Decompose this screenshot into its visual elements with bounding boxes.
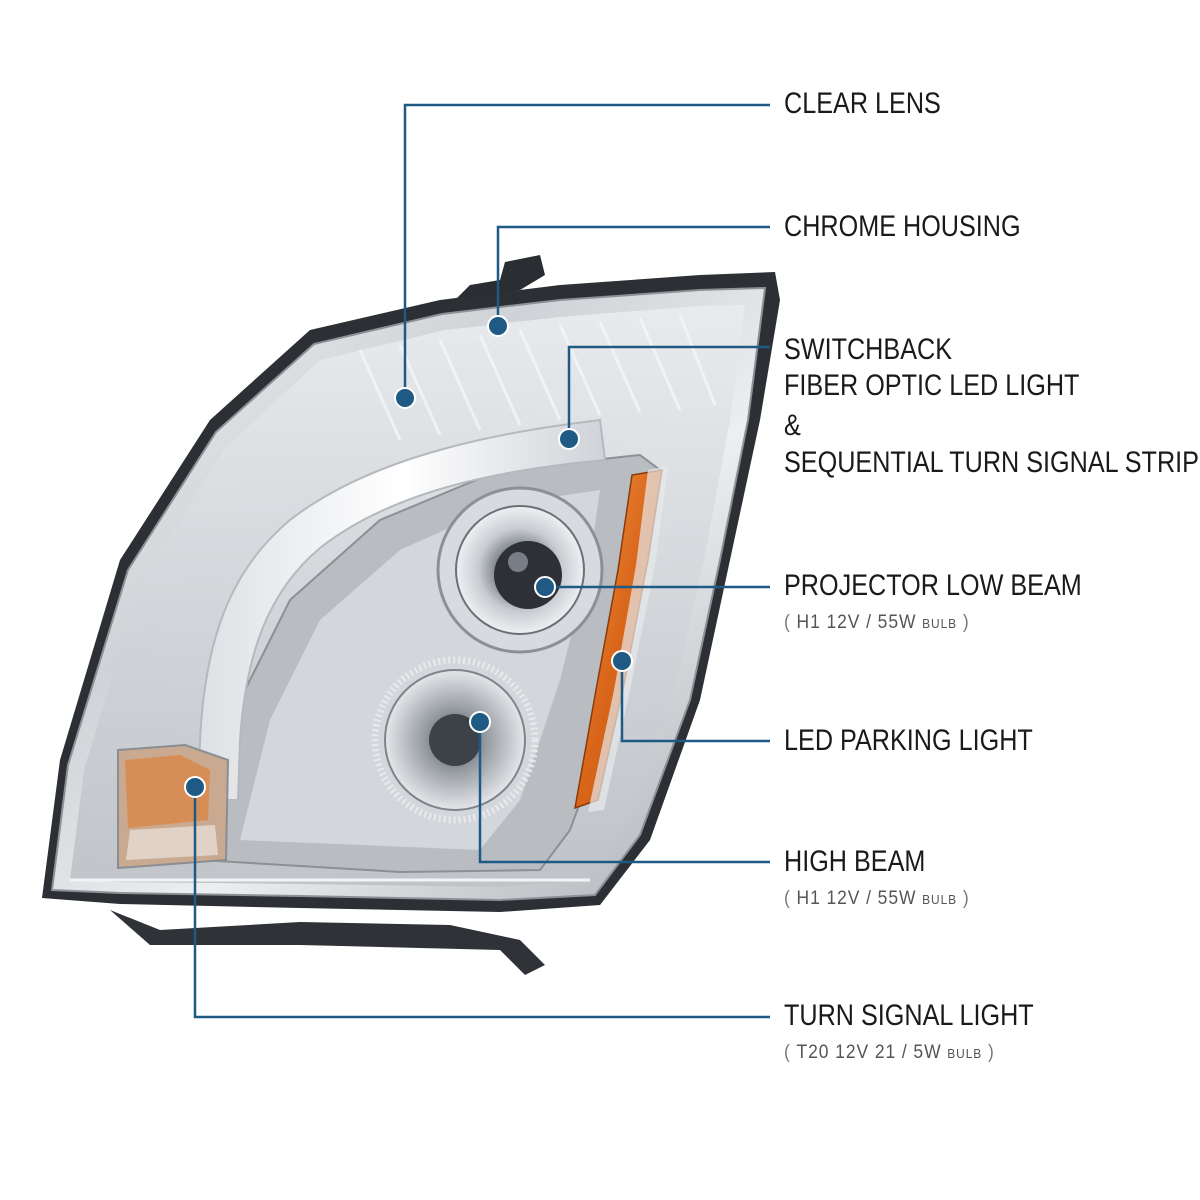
label-switchback-line2: FIBER OPTIC LED LIGHT (784, 369, 1080, 402)
mount-tab-bottom (110, 910, 545, 975)
spec-turn-signal-light-bulb: BULB (947, 1046, 983, 1061)
spec-projector-low-beam: ( H1 12V / 55W BULB ) (784, 612, 970, 633)
dot-clear-lens (394, 387, 416, 409)
spec-projector-low-beam-value: H1 12V / 55W (796, 612, 917, 633)
high-beam-bulb (429, 714, 481, 766)
line-switchback (567, 345, 770, 439)
line-clear-lens (403, 103, 770, 398)
spec-projector-low-beam-bulb: BULB (922, 616, 958, 631)
label-led-parking-light: LED PARKING LIGHT (784, 724, 1033, 757)
side-marker-chrome (588, 466, 668, 812)
dot-turn-signal-light (184, 776, 206, 798)
dot-projector-low-beam (534, 576, 556, 598)
lens-facets (358, 314, 717, 441)
projector-lens (494, 541, 562, 609)
label-chrome-housing: CHROME HOUSING (784, 210, 1021, 243)
label-turn-signal-light: TURN SIGNAL LIGHT (784, 999, 1034, 1032)
label-clear-lens: CLEAR LENS (784, 87, 941, 120)
turn-signal-facets (126, 825, 218, 860)
mount-tab-top (455, 255, 545, 300)
label-switchback-line1: SWITCHBACK (784, 333, 953, 366)
dot-chrome-housing (487, 315, 509, 337)
spec-high-beam-value: H1 12V / 55W (796, 888, 917, 909)
line-led-parking-light (620, 661, 770, 743)
callout-lines (193, 103, 770, 1019)
label-switchback-line3: & (784, 409, 801, 442)
dot-led-parking-light (611, 650, 633, 672)
projector-lens-glint (508, 552, 528, 572)
dot-switchback (558, 428, 580, 450)
dot-high-beam (469, 711, 491, 733)
line-chrome-housing (496, 225, 770, 326)
high-beam-halo (371, 656, 539, 824)
spec-high-beam-bulb: BULB (922, 892, 958, 907)
line-high-beam (478, 722, 770, 864)
turn-signal-amber (125, 755, 210, 828)
spec-turn-signal-light: ( T20 12V 21 / 5W BULB ) (784, 1042, 995, 1063)
label-projector-low-beam: PROJECTOR LOW BEAM (784, 569, 1082, 602)
label-high-beam: HIGH BEAM (784, 845, 926, 878)
spec-high-beam: ( H1 12V / 55W BULB ) (784, 888, 970, 909)
label-switchback-line4: SEQUENTIAL TURN SIGNAL STRIP (784, 446, 1199, 479)
line-turn-signal-light (193, 787, 770, 1019)
spec-turn-signal-light-value: T20 12V 21 / 5W (796, 1042, 942, 1063)
callout-dots (184, 315, 633, 798)
